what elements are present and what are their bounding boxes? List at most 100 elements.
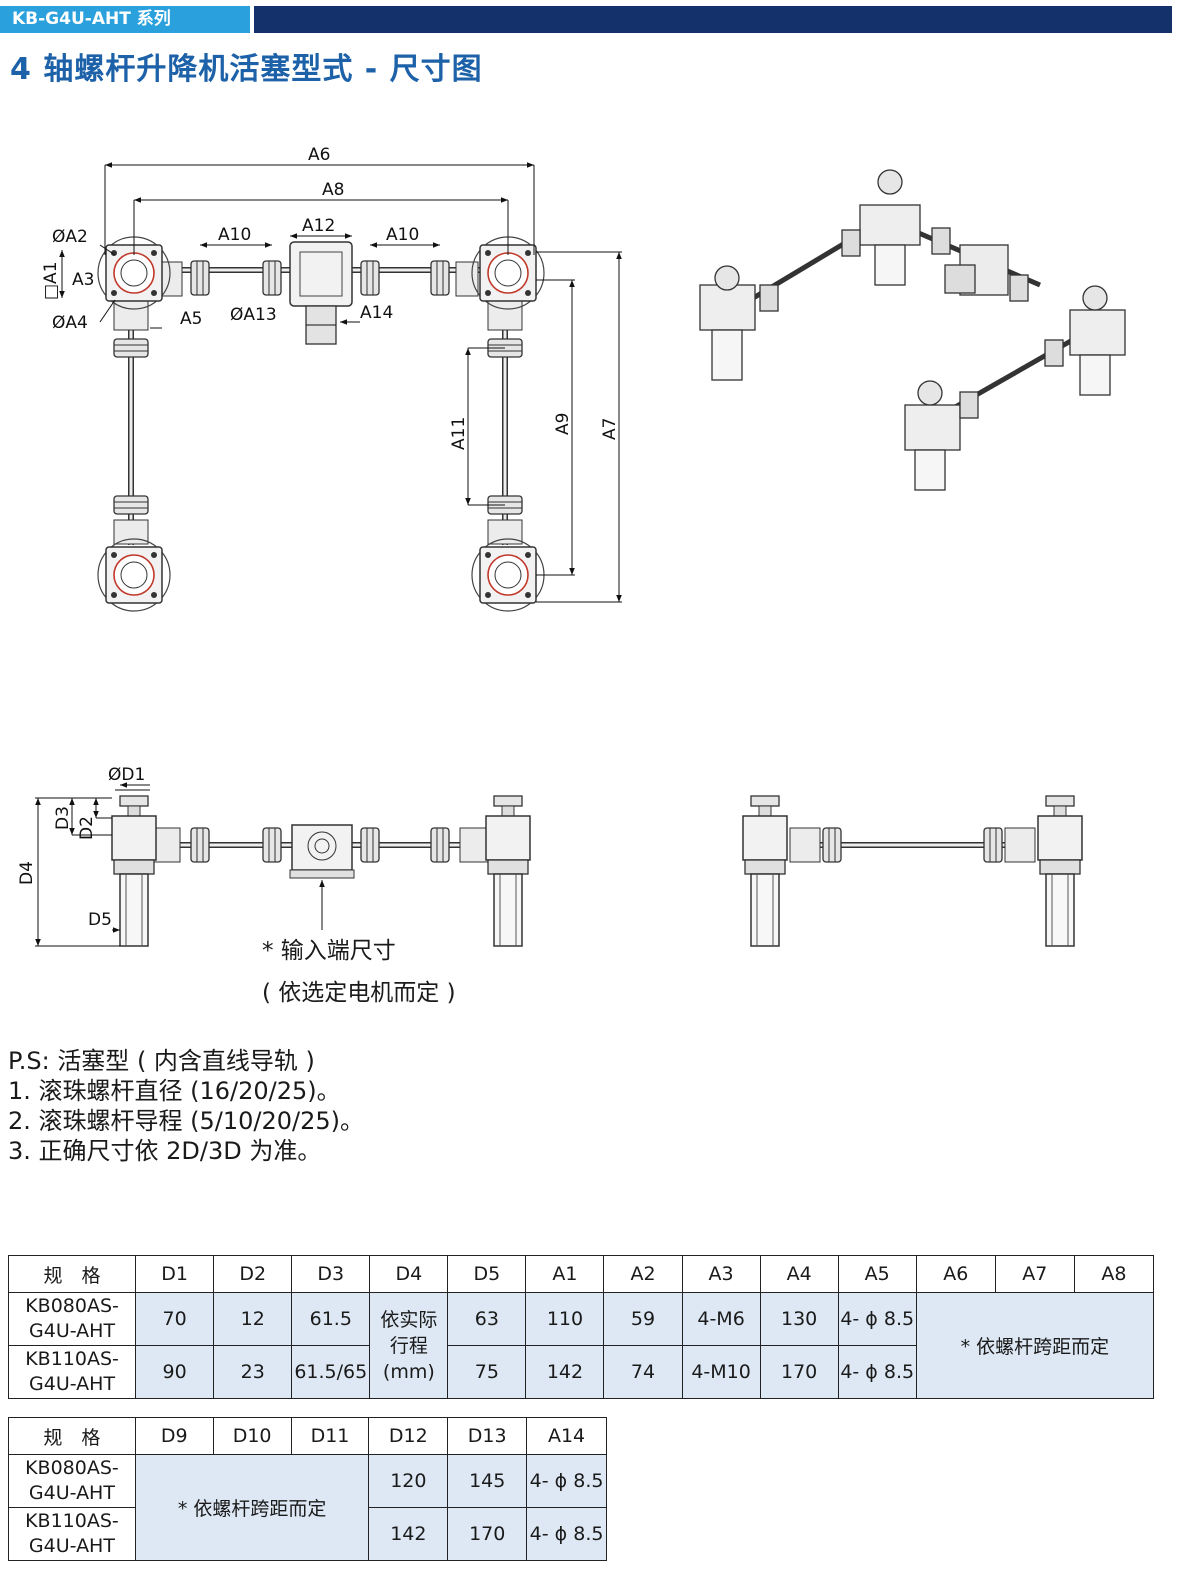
notes: P.S: 活塞型 ( 内含直线导轨 ) 1. 滚珠螺杆直径 (16/20/25)… — [8, 1046, 364, 1166]
table-cell: 120 — [368, 1454, 449, 1508]
header-cell: A5 — [837, 1255, 917, 1293]
table-cell: 23 — [213, 1345, 293, 1399]
spec-table-1: 规 格 D1 D2 D3 D4 D5 A1 A2 A3 A4 A5 A6 A7 … — [7, 1255, 1155, 1399]
table-cell: 4- ϕ 8.5 — [837, 1292, 917, 1346]
table-row: KB080AS- G4U-AHT * 依螺杆跨距而定 120 145 4- ϕ … — [8, 1454, 607, 1561]
table-cell: 170 — [447, 1507, 528, 1561]
table-cell: 63 — [447, 1292, 527, 1346]
table-cell: 61.5/65 — [291, 1345, 371, 1399]
label-a4: ØA4 — [52, 313, 88, 333]
label-a11: A11 — [449, 417, 469, 450]
top-view — [97, 236, 545, 612]
model-cell: KB080AS- G4U-AHT — [7, 1292, 137, 1346]
table-cell: 142 — [525, 1345, 605, 1399]
table-cell: 4-M6 — [681, 1292, 761, 1346]
table-cell: 74 — [603, 1345, 683, 1399]
header-rule — [254, 6, 1172, 33]
header-cell: A1 — [525, 1255, 605, 1293]
table-cell: 4- ϕ 8.5 — [837, 1345, 917, 1399]
note-ps: P.S: 活塞型 ( 内含直线导轨 ) — [8, 1047, 315, 1075]
note-1: 1. 滚珠螺杆直径 (16/20/25)。 — [8, 1077, 341, 1105]
model-cell: KB080AS- G4U-AHT — [8, 1454, 136, 1508]
note-3: 3. 正确尺寸依 2D/3D 为准。 — [8, 1137, 322, 1165]
header-cell: D3 — [291, 1255, 371, 1293]
top-dimension-labels: A6 A8 A10 A12 A10 ØA2 A3 ØA4 A5 ØA13 A14… — [41, 145, 620, 450]
header-cell: D13 — [447, 1417, 528, 1455]
table-cell: 70 — [135, 1292, 215, 1346]
header-cell: A14 — [526, 1417, 607, 1455]
label-a14: A14 — [360, 303, 393, 323]
spec-table-2: 规 格 D9 D10 D11 D12 D13 A14 KB080AS- G4U-… — [8, 1417, 607, 1561]
header-cell: D5 — [447, 1255, 527, 1293]
label-a10-right: A10 — [386, 225, 419, 245]
table-cell: 4-M10 — [681, 1345, 761, 1399]
input-note-line1: * 输入端尺寸 — [262, 938, 396, 964]
d9-d11-merged-cell: * 依螺杆跨距而定 — [134, 1454, 370, 1561]
front-view — [111, 795, 531, 947]
table-cell: 75 — [447, 1345, 527, 1399]
table-cell: 4- ϕ 8.5 — [526, 1507, 607, 1561]
isometric-view — [699, 169, 1126, 491]
header-cell: A6 — [915, 1255, 996, 1293]
label-a1: □A1 — [41, 261, 61, 300]
page-title: 4 轴螺杆升降机活塞型式 - 尺寸图 — [10, 52, 483, 87]
header-cell: D10 — [212, 1417, 292, 1455]
front-dimension-labels: ØD1 D3 D2 D4 D5 — [17, 765, 145, 930]
table-cell: 4- ϕ 8.5 — [526, 1454, 607, 1508]
header-cell: D4 — [369, 1255, 449, 1293]
label-a12: A12 — [302, 216, 335, 236]
header-bar: KB-G4U-AHT 系列 — [0, 6, 1172, 33]
table-row: KB110AS- G4U-AHT 90 23 61.5/65 75 142 74… — [7, 1345, 1154, 1399]
table-cell: 110 — [525, 1292, 605, 1346]
label-a8: A8 — [322, 180, 344, 200]
d4-merged-cell: 依实际 行程 (mm) — [369, 1292, 449, 1399]
dimension-drawing: A6 A8 A10 A12 A10 ØA2 A3 ØA4 A5 ØA13 A14… — [17, 145, 1126, 947]
header-cell: A2 — [603, 1255, 683, 1293]
table-cell: 59 — [603, 1292, 683, 1346]
header-cell: D1 — [135, 1255, 215, 1293]
header-cell: A4 — [759, 1255, 839, 1293]
table-cell: 130 — [759, 1292, 839, 1346]
table-header-row: 规 格 D9 D10 D11 D12 D13 A14 — [8, 1417, 607, 1455]
label-a9: A9 — [553, 413, 573, 435]
header-cell: D9 — [134, 1417, 214, 1455]
series-label: KB-G4U-AHT 系列 — [0, 6, 250, 33]
table-cell: 170 — [759, 1345, 839, 1399]
label-d5: D5 — [88, 910, 112, 930]
table-cell: 12 — [213, 1292, 293, 1346]
input-note: * 输入端尺寸 ( 依选定电机而定 ) — [262, 930, 456, 1014]
label-d3: D3 — [53, 806, 73, 830]
top-dimensions — [59, 162, 622, 603]
label-a7: A7 — [600, 418, 620, 440]
model-cell: KB110AS- G4U-AHT — [8, 1507, 136, 1561]
side-view — [742, 795, 1083, 947]
note-2: 2. 滚珠螺杆导程 (5/10/20/25)。 — [8, 1107, 365, 1135]
front-dimensions — [35, 782, 150, 947]
label-a13: ØA13 — [230, 305, 277, 325]
table-cell: 61.5 — [291, 1292, 371, 1346]
label-a3: A3 — [72, 270, 94, 290]
header-cell: A8 — [1073, 1255, 1155, 1293]
header-cell: 规 格 — [7, 1255, 137, 1293]
header-cell: A7 — [994, 1255, 1075, 1293]
model-cell: KB110AS- G4U-AHT — [7, 1345, 137, 1399]
label-a2: ØA2 — [52, 227, 88, 247]
label-d4: D4 — [17, 861, 37, 885]
table-header-row: 规 格 D1 D2 D3 D4 D5 A1 A2 A3 A4 A5 A6 A7 … — [7, 1255, 1155, 1293]
table-cell: 90 — [135, 1345, 215, 1399]
label-d2: D2 — [77, 816, 97, 840]
input-note-line2: ( 依选定电机而定 ) — [262, 980, 456, 1006]
a6-a8-merged-cell: * 依螺杆跨距而定 — [915, 1292, 1155, 1399]
table-row: KB080AS- G4U-AHT 70 12 61.5 依实际 行程 (mm) … — [7, 1292, 1155, 1399]
header-cell: A3 — [681, 1255, 761, 1293]
label-d1: ØD1 — [108, 765, 145, 785]
table-cell: 142 — [368, 1507, 449, 1561]
label-a5: A5 — [180, 309, 202, 329]
label-a6: A6 — [308, 145, 330, 165]
label-a10-left: A10 — [218, 225, 251, 245]
header-cell: D11 — [290, 1417, 370, 1455]
header-cell: 规 格 — [8, 1417, 136, 1455]
table-row: KB110AS- G4U-AHT 142 170 4- ϕ 8.5 — [8, 1507, 607, 1561]
header-cell: D12 — [368, 1417, 449, 1455]
table-cell: 145 — [447, 1454, 528, 1508]
